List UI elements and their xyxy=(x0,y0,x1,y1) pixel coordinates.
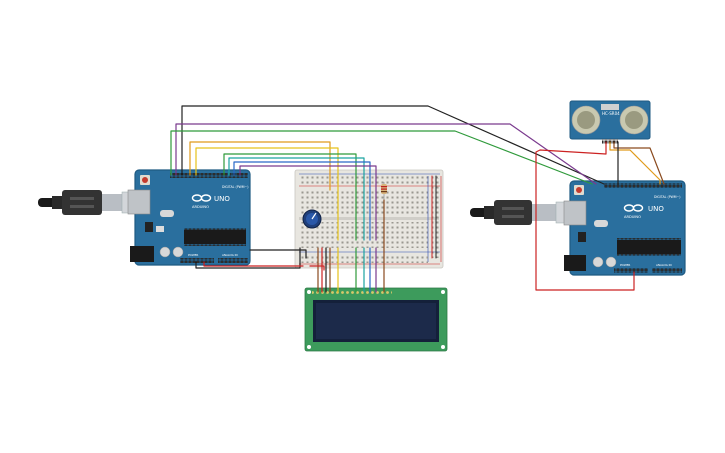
power-header xyxy=(614,268,648,273)
lcd-screen xyxy=(316,303,436,339)
power-header xyxy=(180,258,214,263)
breadboard[interactable] xyxy=(294,169,444,269)
usb-port xyxy=(127,189,151,215)
wire-gnd-left xyxy=(195,247,301,269)
atmega-chip xyxy=(184,230,246,244)
wire-sensor-trig xyxy=(609,141,661,185)
arduino-logo-icon xyxy=(191,194,212,202)
arduino-logo-icon xyxy=(623,204,644,212)
wire-green-2 xyxy=(223,153,357,241)
arduino-uno-left[interactable]: DIGITAL (PWM~) ARDUINO UNO POWER ANALOG … xyxy=(127,169,251,266)
usb-port xyxy=(563,200,587,226)
wire-blue xyxy=(233,161,371,241)
potentiometer[interactable] xyxy=(302,209,322,229)
lcd-pin-header xyxy=(312,290,392,295)
power-label: POWER xyxy=(620,263,630,267)
sensor-label: HC-SR04 xyxy=(602,111,620,116)
usb-cable-right xyxy=(470,200,577,225)
resistor xyxy=(381,182,387,200)
wires xyxy=(170,105,665,293)
wire-yellow xyxy=(195,147,339,241)
wire-5v-rail xyxy=(309,265,325,271)
wire-purple-2 xyxy=(239,165,377,241)
wire-sensor-echo xyxy=(613,141,665,185)
power-jack xyxy=(564,255,586,271)
wire-teal xyxy=(228,157,365,241)
arduino-uno-right[interactable]: DIGITAL (PWM~) ARDUINO UNO POWER ANALOG … xyxy=(563,180,686,276)
brand-label: ARDUINO xyxy=(192,205,209,209)
digital-header xyxy=(604,183,682,188)
analog-label: ANALOG IN xyxy=(222,253,238,257)
wire-purple-long xyxy=(175,123,597,185)
wire-sensor-vcc xyxy=(535,141,635,291)
digital-header xyxy=(170,173,248,178)
power-jack xyxy=(130,246,154,262)
model-label: UNO xyxy=(648,205,664,213)
lcd-16x2[interactable] xyxy=(304,287,448,352)
analog-header xyxy=(218,258,248,263)
reset-button[interactable] xyxy=(142,177,148,183)
atmega-chip xyxy=(617,240,681,254)
power-label: POWER xyxy=(188,253,198,257)
model-label: UNO xyxy=(214,195,230,203)
wire-gnd-rail xyxy=(249,249,307,259)
analog-header xyxy=(652,268,682,273)
brand-label: ARDUINO xyxy=(624,215,641,219)
ultrasonic-sensor[interactable]: HC-SR04 xyxy=(569,100,651,144)
digital-label: DIGITAL (PWM~) xyxy=(222,185,248,189)
wire-5v-left xyxy=(203,261,304,267)
potentiometer-knob-indicator xyxy=(311,212,317,220)
analog-label: ANALOG IN xyxy=(656,263,672,267)
wire-black-long xyxy=(181,105,605,185)
digital-label: DIGITAL (PWM~) xyxy=(654,195,680,199)
reset-button[interactable] xyxy=(576,187,582,193)
wire-green-long xyxy=(170,130,593,185)
